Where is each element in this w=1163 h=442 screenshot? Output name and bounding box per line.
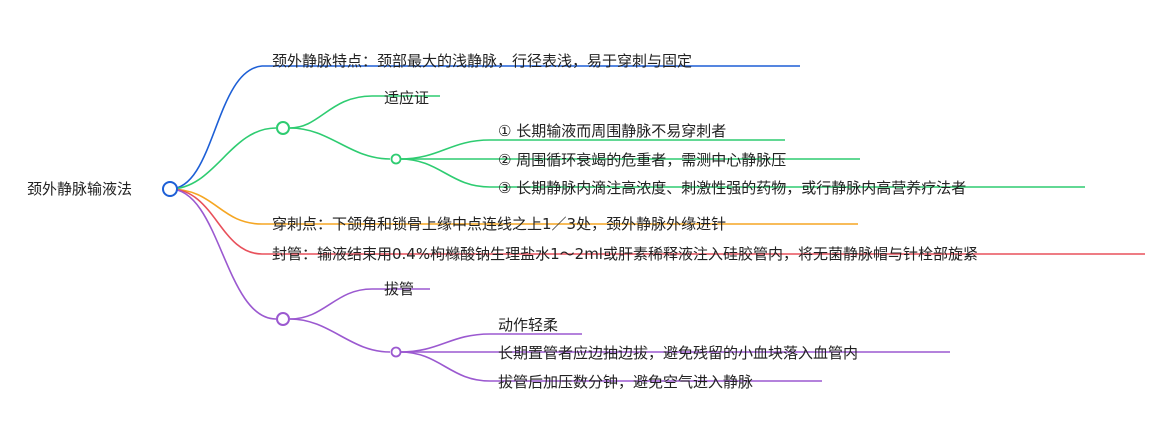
link-hub-indication-label — [289, 95, 440, 129]
indication-subhub-circle[interactable] — [390, 153, 402, 165]
link-root-indication-hub — [169, 127, 277, 190]
extubation-subhub-circle[interactable] — [390, 346, 402, 358]
link-root-puncture — [169, 188, 858, 225]
link-hub-indication-subhub — [289, 127, 391, 160]
feature-label: 颈外静脉特点：颈部最大的浅静脉，行径表浅，易于穿刺与固定 — [272, 52, 693, 70]
root-label: 颈外静脉输液法 — [27, 180, 133, 198]
root-node-circle[interactable] — [162, 181, 178, 197]
extubation-item-1: 动作轻柔 — [498, 316, 559, 334]
extubation-item-2: 长期置管者应边抽边拔，避免残留的小血块落入血管内 — [498, 344, 859, 362]
extubation-item-3: 拔管后加压数分钟，避免空气进入静脉 — [498, 373, 754, 391]
indication-item-2: ② 周围循环衰竭的危重者，需测中心静脉压 — [498, 151, 787, 169]
link-hub-extubation-label — [289, 288, 430, 320]
indication-hub-circle[interactable] — [276, 121, 290, 135]
link-root-seal — [169, 188, 1145, 255]
indication-label: 适应证 — [384, 89, 430, 107]
extubation-hub-circle[interactable] — [276, 312, 290, 326]
puncture-label: 穿刺点：下颌角和锁骨上缘中点连线之上1／3处，颈外静脉外缘进针 — [272, 215, 727, 233]
link-root-feature — [169, 65, 800, 190]
indication-item-3: ③ 长期静脉内滴注高浓度、刺激性强的药物，或行静脉内高营养疗法者 — [498, 179, 967, 197]
indication-item-1: ① 长期输液而周围静脉不易穿刺者 — [498, 122, 727, 140]
link-indication-item-3 — [399, 158, 1085, 188]
link-root-extubation-hub — [169, 188, 277, 320]
link-extubation-item-3 — [399, 351, 822, 382]
seal-label: 封管：输液结束用0.4%枸橼酸钠生理盐水1～2ml或肝素稀释液注入硅胶管内，将无… — [272, 245, 978, 263]
extubation-label: 拔管 — [384, 280, 415, 298]
link-indication-item-1 — [399, 139, 785, 160]
link-hub-extubation-subhub — [289, 318, 391, 353]
link-extubation-item-1 — [399, 333, 582, 353]
